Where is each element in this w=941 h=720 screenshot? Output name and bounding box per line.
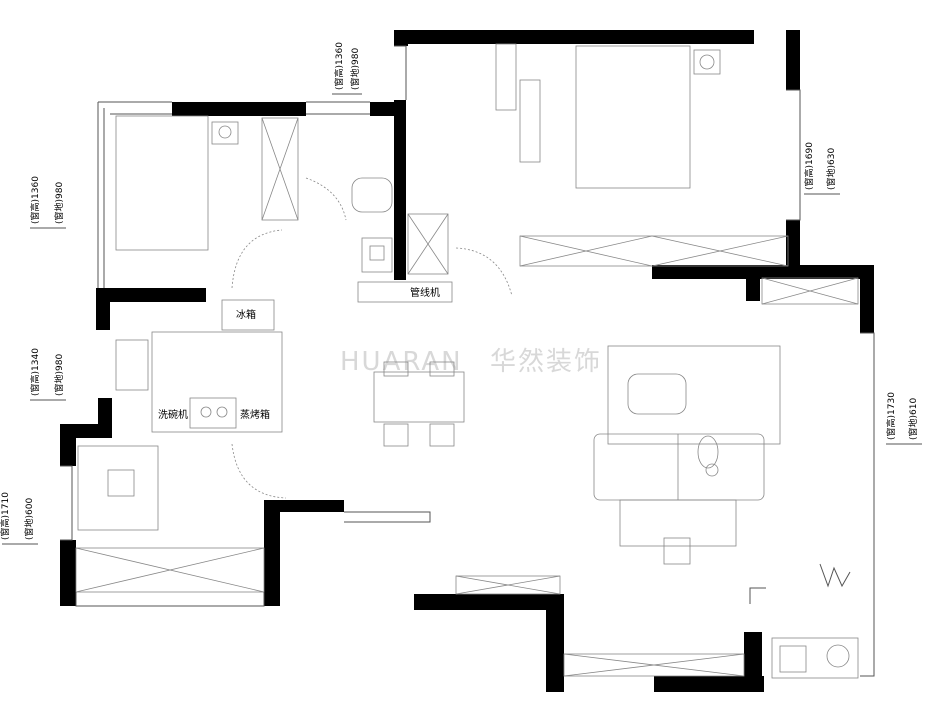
dim-right-upper-sill: (窗地)630	[825, 148, 837, 190]
wall-kitchen-left	[96, 288, 110, 330]
dim-right-upper-window: (窗高)1690	[803, 142, 815, 190]
wall-master-right-top	[786, 30, 800, 90]
dim-right-upper: (窗高)1690 (窗地)630	[803, 142, 840, 195]
kitchen-counter	[151, 331, 283, 433]
dim-left-upper-sill: (窗地)980	[53, 182, 65, 224]
dim-right-lower-sill: (窗地)610	[907, 398, 919, 440]
wall-living-right	[860, 265, 874, 333]
dim-left-middle-sill: (窗地)980	[53, 354, 65, 396]
walls	[60, 30, 874, 692]
dim-left-lower-sill: (窗地)600	[23, 498, 35, 540]
wall-bottom-right	[654, 676, 764, 692]
wall-top-master-left	[394, 30, 408, 46]
wall-lower-corridor	[264, 500, 344, 512]
wall-bottom-step	[546, 594, 564, 692]
label-dishwasher: 洗碗机	[158, 408, 188, 421]
dim-left-lower-window: (窗高)1710	[0, 492, 11, 540]
wall-kitchen-top	[96, 288, 206, 302]
dim-top-center-sill: (窗地)980	[349, 48, 361, 90]
dim-right-lower: (窗高)1730 (窗地)610	[885, 392, 922, 445]
wall-bottom-right-stub	[744, 632, 762, 692]
dim-right-lower-window: (窗高)1730	[885, 392, 897, 440]
wall-master-right-bottom	[786, 220, 800, 270]
watermark: HUARAN 华然装饰	[340, 347, 602, 377]
rug	[607, 345, 781, 445]
wall-lower-bedroom-left-top	[60, 424, 76, 466]
doors	[231, 177, 513, 499]
wall-lower-bedroom-right	[264, 500, 280, 606]
dim-left-upper-window: (窗高)1360	[29, 176, 41, 224]
dim-left-upper: (窗高)1360 (窗地)980	[29, 176, 66, 229]
closet	[261, 117, 299, 221]
dim-left-middle: (窗高)1340 (窗地)980	[29, 348, 66, 401]
wall-living-top	[652, 265, 874, 279]
wall-middle-vertical	[394, 100, 406, 280]
wall-top-bath	[370, 102, 406, 116]
stove	[189, 397, 237, 429]
tv-console	[619, 499, 737, 547]
wall-top-master	[394, 30, 754, 44]
dim-left-middle-window: (窗高)1340	[29, 348, 41, 396]
dim-left-lower: (窗高)1710 (窗地)600	[0, 492, 38, 545]
label-water-heater: 管线机	[410, 286, 440, 299]
fridge	[221, 299, 275, 331]
master-bed	[575, 45, 691, 189]
dim-top-center-window: (窗高)1360	[333, 42, 345, 90]
wall-bottom-left-segment	[414, 594, 564, 610]
dim-top-center: (窗高)1360 (窗地)980	[332, 42, 362, 95]
label-fridge: 冰箱	[236, 308, 256, 321]
outlines	[60, 43, 875, 679]
wall-top-second	[172, 102, 306, 116]
bathtub	[351, 177, 393, 213]
watermark-cn: 华然装饰	[490, 347, 602, 377]
wall-lower-bedroom-left-bottom	[60, 540, 76, 606]
wall-living-top-stub	[746, 265, 760, 301]
label-steam-oven: 蒸烤箱	[240, 408, 270, 421]
person-figure	[697, 435, 719, 477]
dining-table	[373, 371, 465, 423]
coffee-table	[627, 373, 687, 415]
